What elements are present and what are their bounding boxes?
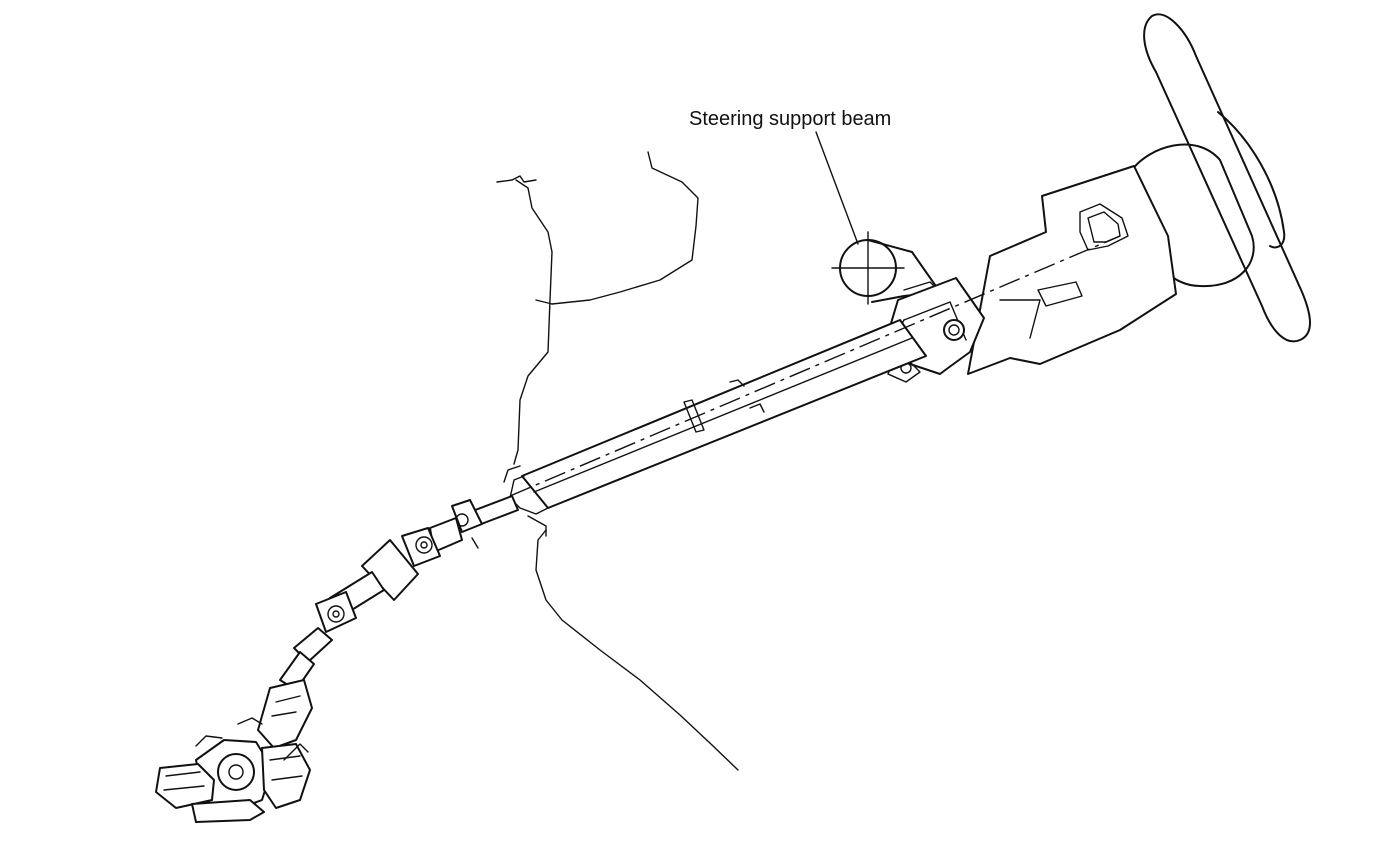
column-shroud [967, 165, 1177, 375]
floor-panel-line [535, 529, 739, 771]
intermediate-shaft [279, 495, 519, 691]
callout-label: Steering support beam [689, 108, 891, 130]
callout-steering-support-beam: Steering support beam [689, 108, 891, 245]
wiring-harness-upper [496, 151, 699, 465]
steering-gear-assembly [155, 679, 313, 823]
steering-column-tube [503, 235, 1121, 537]
callout-leader-line [815, 131, 859, 245]
